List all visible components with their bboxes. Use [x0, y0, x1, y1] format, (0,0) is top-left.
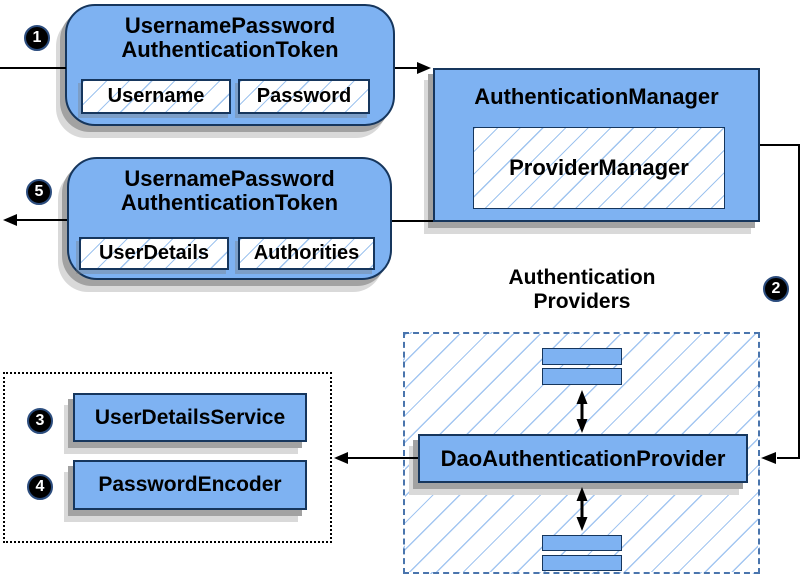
provider-slot-bar	[542, 368, 622, 385]
authentication-providers-heading: Authentication Providers	[457, 266, 707, 314]
token-request-title: UsernamePassword AuthenticationToken	[67, 14, 393, 62]
provider-manager-chip: ProviderManager	[473, 127, 725, 209]
username-password-token-request-box: UsernamePassword AuthenticationToken Use…	[65, 4, 395, 126]
dao-authentication-provider-box: DaoAuthenticationProvider	[418, 434, 748, 483]
token-to-manager-arrowhead-icon	[417, 62, 431, 74]
provider-slot-bar	[542, 535, 622, 551]
provider-slot-bar	[542, 555, 622, 571]
provider-slot-bar	[542, 348, 622, 365]
step-3-badge: 3	[27, 408, 53, 434]
authorities-field-chip: Authorities	[238, 237, 375, 270]
authentication-manager-box: AuthenticationManager ProviderManager	[433, 68, 760, 222]
token-response-title-line2: AuthenticationToken	[120, 190, 339, 215]
password-field-chip: Password	[238, 79, 370, 114]
step-2-badge: 2	[763, 276, 789, 302]
token-response-title-line1: UsernamePassword	[124, 166, 335, 191]
authentication-providers-heading-line1: Authentication	[508, 266, 656, 289]
manager-to-provider-arrowhead-icon	[761, 452, 776, 464]
response-out-arrowhead-icon	[3, 214, 17, 226]
username-field-chip: Username	[81, 79, 231, 114]
provider-to-services-arrowhead-icon	[334, 452, 348, 464]
user-details-service-box: UserDetailsService	[73, 393, 307, 442]
authentication-manager-title: AuthenticationManager	[474, 84, 719, 109]
step-1-badge: 1	[24, 25, 50, 51]
services-group-box	[3, 372, 332, 543]
token-request-title-line2: AuthenticationToken	[121, 37, 339, 62]
user-details-field-chip: UserDetails	[79, 237, 229, 270]
step-4-badge: 4	[27, 474, 53, 500]
token-response-title: UsernamePassword AuthenticationToken	[69, 167, 390, 215]
username-password-token-response-box: UsernamePassword AuthenticationToken Use…	[67, 157, 392, 280]
authentication-providers-heading-line2: Providers	[533, 290, 631, 313]
step-5-badge: 5	[26, 179, 52, 205]
password-encoder-box: PasswordEncoder	[73, 460, 307, 510]
token-request-title-line1: UsernamePassword	[124, 13, 336, 38]
